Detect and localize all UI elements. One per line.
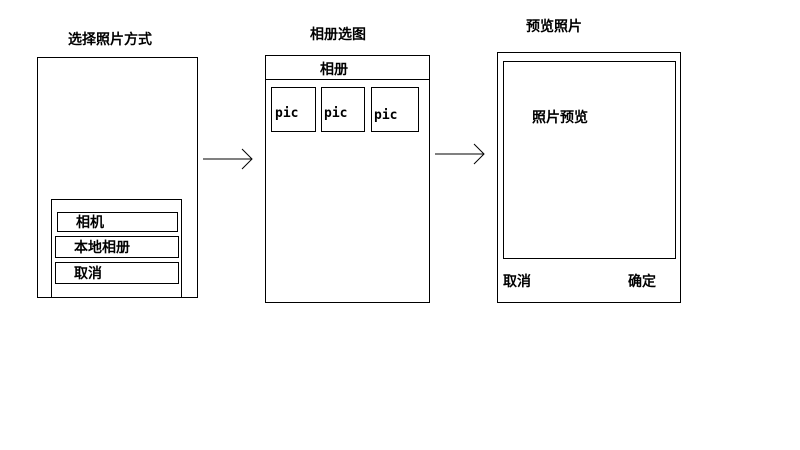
photo-thumbnail[interactable]: pic [321, 87, 365, 132]
thumbnail-label: pic [324, 106, 348, 121]
preview-label: 照片预览 [532, 110, 588, 126]
album-header: 相册 [320, 62, 348, 78]
photo-preview-area [503, 61, 676, 259]
photo-thumbnail[interactable]: pic [371, 87, 419, 132]
arrow-right-icon [203, 148, 253, 170]
cancel-option[interactable]: 取消 [55, 262, 179, 284]
arrow-right-icon [435, 143, 485, 165]
thumbnail-label: pic [275, 106, 299, 121]
confirm-button[interactable]: 确定 [628, 274, 656, 290]
cancel-button[interactable]: 取消 [503, 274, 531, 290]
header-divider [265, 79, 430, 80]
screen1-title: 选择照片方式 [68, 32, 152, 48]
camera-option[interactable]: 相机 [57, 212, 178, 232]
screen3-title: 预览照片 [526, 19, 582, 35]
screen2-title: 相册选图 [310, 27, 366, 43]
thumbnail-label: pic [374, 108, 398, 123]
local-album-option[interactable]: 本地相册 [55, 236, 179, 258]
photo-thumbnail[interactable]: pic [271, 87, 316, 132]
